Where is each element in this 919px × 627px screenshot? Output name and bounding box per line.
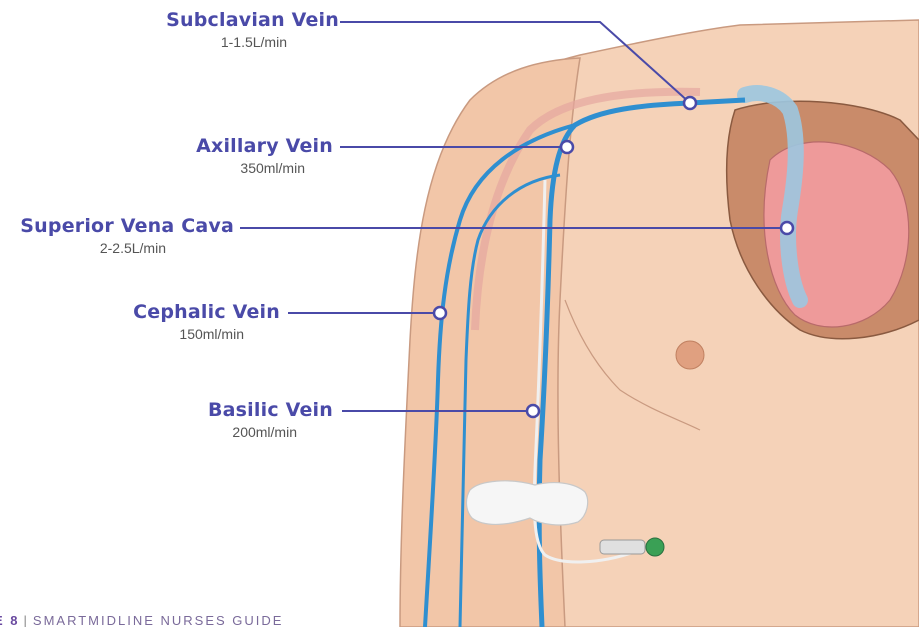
footer-separator: | bbox=[24, 613, 29, 627]
nipple bbox=[676, 341, 704, 369]
label-superior-vena-cava: Superior Vena Cava 2-2.5L/min bbox=[20, 214, 234, 258]
vein-flow-rate: 350ml/min bbox=[196, 158, 305, 178]
page-footer: E 8 | SMARTMIDLINE NURSES GUIDE bbox=[0, 613, 283, 627]
vein-flow-rate: 200ml/min bbox=[208, 422, 297, 442]
vein-name: Superior Vena Cava bbox=[20, 214, 234, 238]
marker-subclavian bbox=[684, 97, 696, 109]
page-number: E 8 bbox=[0, 613, 20, 627]
vein-name: Subclavian Vein bbox=[166, 8, 339, 32]
vein-name: Cephalic Vein bbox=[133, 300, 280, 324]
vein-name: Basilic Vein bbox=[208, 398, 333, 422]
vein-flow-rate: 150ml/min bbox=[133, 324, 244, 344]
label-basilic-vein: Basilic Vein 200ml/min bbox=[208, 398, 333, 442]
footer-title: SMARTMIDLINE NURSES GUIDE bbox=[33, 613, 284, 627]
catheter-cap bbox=[646, 538, 664, 556]
marker-axillary bbox=[561, 141, 573, 153]
label-cephalic-vein: Cephalic Vein 150ml/min bbox=[133, 300, 280, 344]
vein-name: Axillary Vein bbox=[196, 134, 333, 158]
catheter-hub bbox=[600, 540, 645, 554]
arm-skin bbox=[400, 58, 580, 627]
dressing bbox=[466, 481, 587, 525]
marker-svc bbox=[781, 222, 793, 234]
label-subclavian-vein: Subclavian Vein 1-1.5L/min bbox=[166, 8, 339, 52]
marker-basilic bbox=[527, 405, 539, 417]
marker-cephalic bbox=[434, 307, 446, 319]
vein-flow-rate: 1-1.5L/min bbox=[166, 32, 287, 52]
vein-flow-rate: 2-2.5L/min bbox=[20, 238, 166, 258]
label-axillary-vein: Axillary Vein 350ml/min bbox=[196, 134, 333, 178]
